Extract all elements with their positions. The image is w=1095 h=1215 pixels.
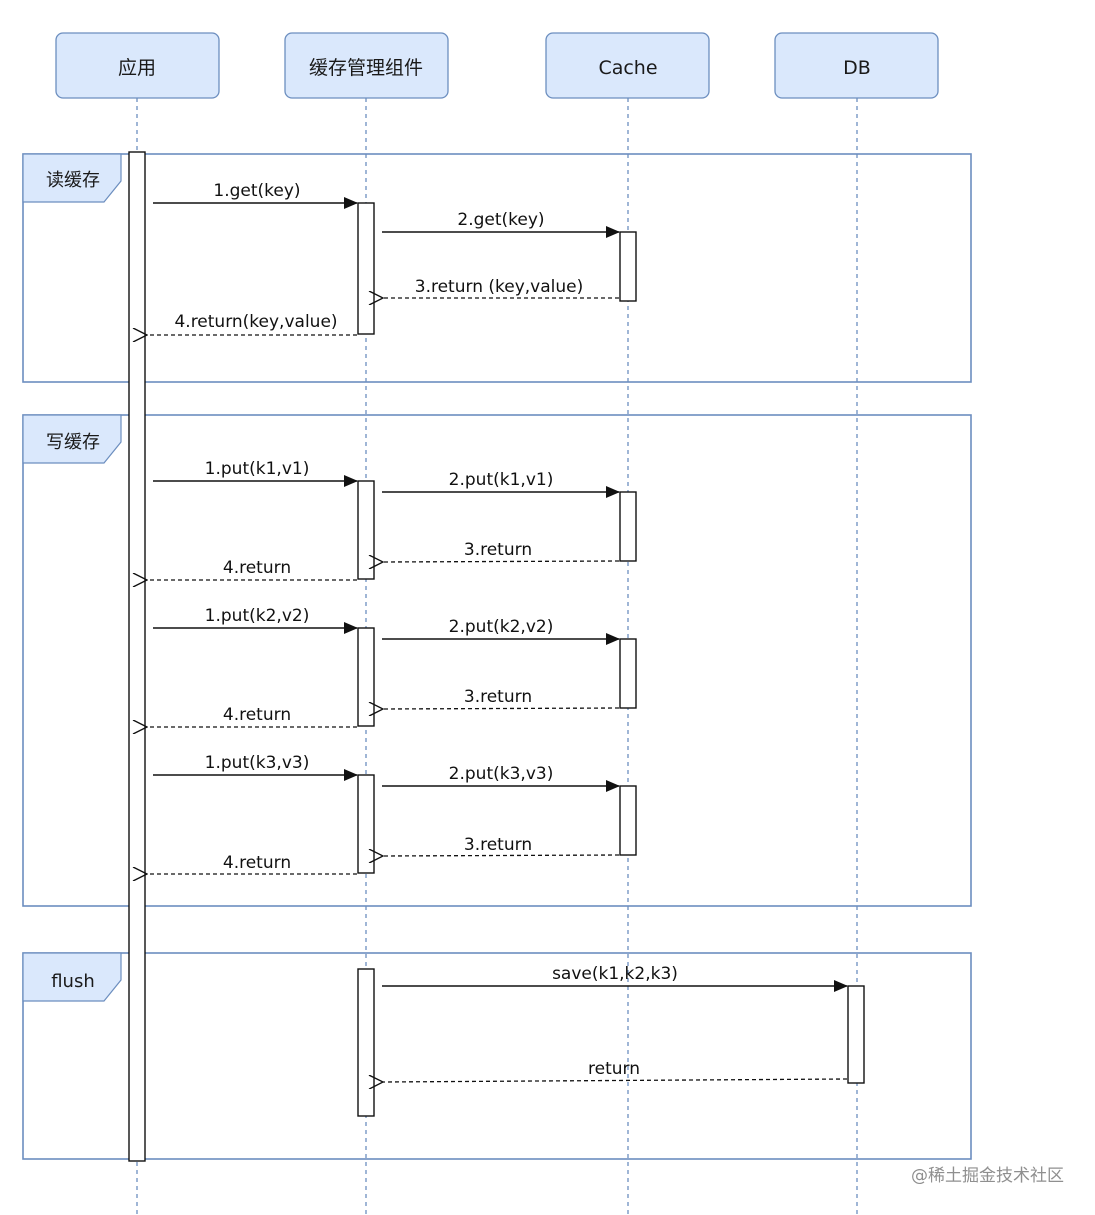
frame-flush-label: flush (51, 971, 95, 992)
activation-manager-write2 (357, 627, 375, 727)
return-arrow (383, 708, 620, 709)
frame-flush: flush (22, 952, 972, 1160)
message-label: 4.return (223, 705, 291, 725)
watermark: @稀土掘金技术社区 (911, 1166, 1064, 1186)
message-label: 2.get(key) (457, 210, 544, 230)
activation-manager-read (357, 202, 375, 335)
activation-manager-flush (357, 968, 375, 1117)
actor-cache-manager: 缓存管理组件 (284, 32, 449, 99)
message-label: 2.put(k3,v3) (449, 764, 554, 784)
actor-db: DB (774, 32, 939, 99)
activation-app (128, 151, 146, 1162)
frame-write-cache: 写缓存 (22, 414, 972, 907)
activation-cache-write3 (619, 785, 637, 856)
message-label: 1.get(key) (213, 181, 300, 201)
message-label: 1.put(k3,v3) (205, 753, 310, 773)
message-label: 4.return (223, 558, 291, 578)
return-arrow (383, 1079, 848, 1082)
message-label: 4.return(key,value) (174, 312, 337, 332)
activation-manager-write3 (357, 774, 375, 874)
message-label: 4.return (223, 853, 291, 873)
message-label: 1.put(k1,v1) (205, 459, 310, 479)
actor-db-label: DB (843, 57, 871, 79)
message-label: 2.put(k1,v1) (449, 470, 554, 490)
activation-cache-write2 (619, 638, 637, 709)
frame-read-cache: 读缓存 (22, 153, 972, 383)
message-label: 3.return (464, 687, 532, 707)
message-label: 3.return (464, 835, 532, 855)
message-label: 3.return (464, 540, 532, 560)
actor-app: 应用 (55, 32, 220, 99)
message-label: 2.put(k2,v2) (449, 617, 554, 637)
actor-app-label: 应用 (118, 57, 156, 79)
return-arrow (383, 561, 620, 562)
actor-cache: Cache (545, 32, 710, 99)
frame-read-cache-label: 读缓存 (46, 170, 100, 191)
activation-cache-read (619, 231, 637, 302)
activation-cache-write1 (619, 491, 637, 562)
message-label: 1.put(k2,v2) (205, 606, 310, 626)
return-arrow (383, 855, 620, 856)
message-label: save(k1,k2,k3) (552, 964, 678, 984)
message-label: return (588, 1059, 640, 1079)
actor-cache-label: Cache (598, 57, 657, 79)
frame-write-cache-label: 写缓存 (46, 432, 100, 453)
message-label: 3.return (key,value) (415, 277, 583, 297)
actor-cache-manager-label: 缓存管理组件 (309, 57, 423, 79)
activation-db-flush (847, 985, 865, 1084)
activation-manager-write1 (357, 480, 375, 580)
